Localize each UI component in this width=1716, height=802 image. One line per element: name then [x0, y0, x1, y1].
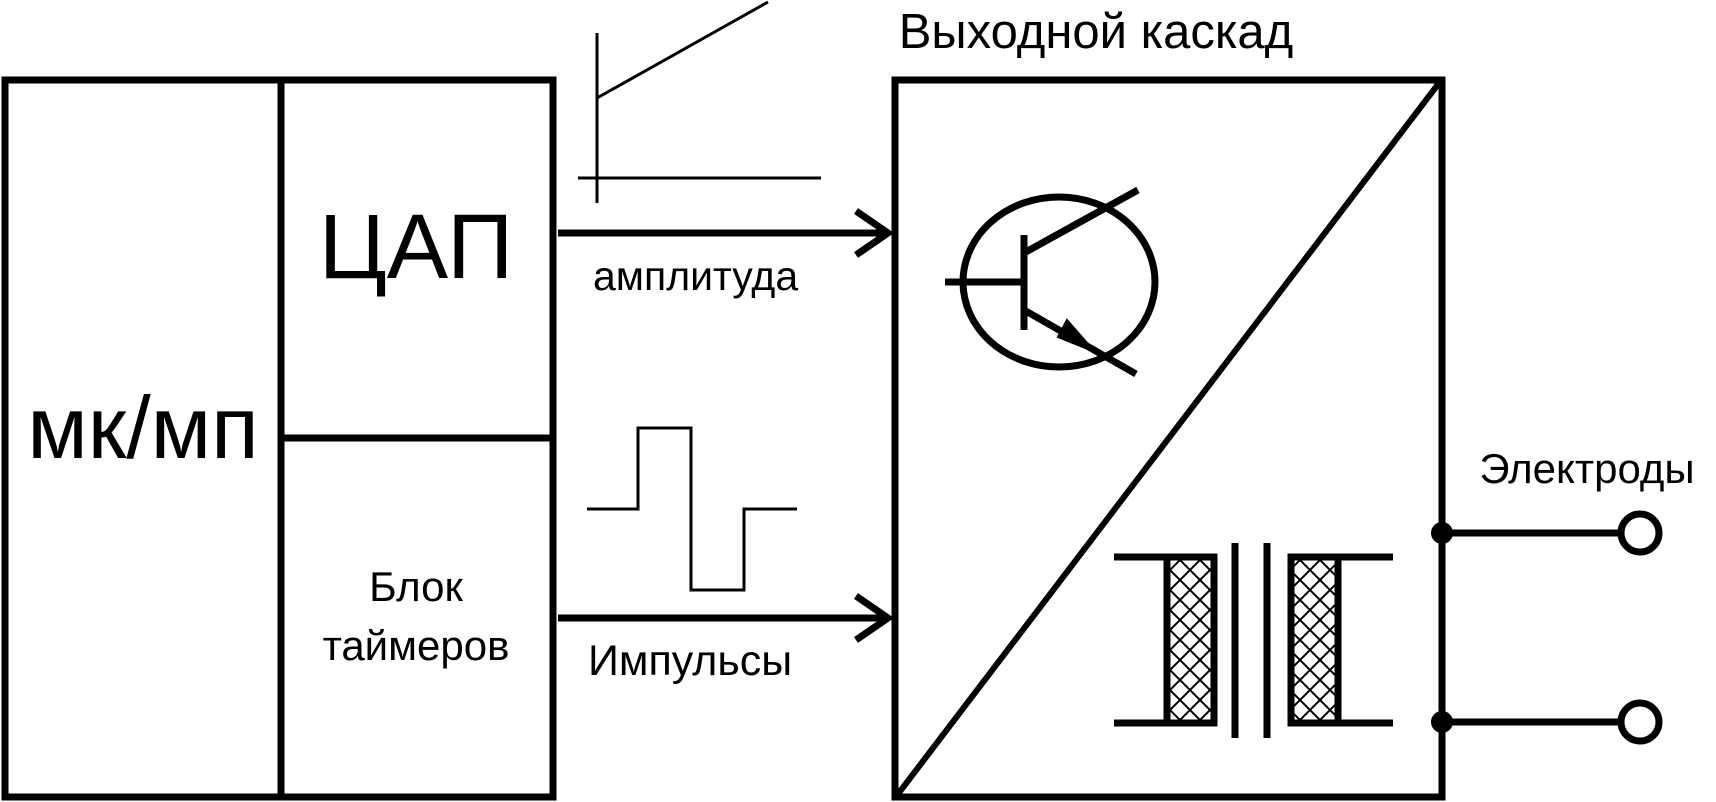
electrodes-label: Электроды [1479, 445, 1694, 492]
amplitude-label: амплитуда [593, 253, 798, 299]
electrode-terminal-bottom [1431, 699, 1663, 745]
timer-block-label-line1: Блок [369, 563, 463, 610]
controller-block: мк/мп ЦАП Блок таймеров [1, 76, 557, 801]
pulses-signal-arrow [558, 593, 895, 643]
dac-label: ЦАП [319, 196, 514, 298]
timer-block-label-line2: таймеров [323, 622, 510, 669]
pulse-waveform-icon [587, 426, 797, 592]
pulses-label: Импульсы [588, 637, 792, 685]
transformer-icon [1114, 543, 1393, 738]
output-stage-outline [891, 76, 1446, 801]
electrode-terminal-top [1431, 510, 1663, 556]
mcu-label: мк/мп [27, 378, 259, 477]
ramp-waveform-icon [578, 0, 821, 203]
output-stage-title: Выходной каскад [899, 5, 1294, 59]
amplitude-signal-arrow [558, 208, 895, 258]
output-stage-diagonal [895, 81, 1442, 796]
output-stage-block [891, 76, 1446, 801]
transistor-icon [945, 186, 1159, 378]
